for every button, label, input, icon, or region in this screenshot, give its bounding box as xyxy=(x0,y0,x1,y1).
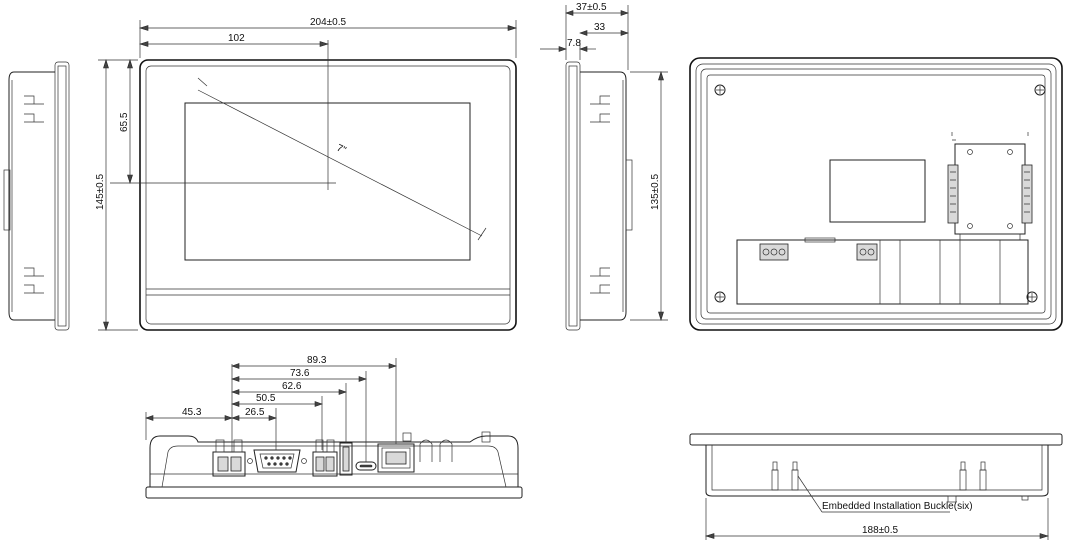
dim-73-6: 73.6 xyxy=(290,368,310,379)
left-side-view xyxy=(3,61,70,331)
dim-62-6: 62.6 xyxy=(282,381,302,392)
height-label: 145±0.5 xyxy=(95,173,106,210)
screw-top-left xyxy=(714,84,726,96)
usb-a-port xyxy=(339,442,353,476)
rear-label-area xyxy=(829,159,926,223)
terminal-port-2 xyxy=(312,439,338,477)
buckle-left-2 xyxy=(791,461,799,491)
dim-89-3: 89.3 xyxy=(307,355,327,366)
callout-label: Embedded Installation Buckle(six) xyxy=(822,501,973,512)
db9-serial-port xyxy=(247,449,307,473)
half-height-label: 65.5 xyxy=(119,112,130,132)
display-area xyxy=(184,102,471,261)
usb-c-port xyxy=(355,461,377,471)
buckle-left-1 xyxy=(771,461,779,491)
rear-connector-block xyxy=(736,237,1029,305)
screw-bottom-left xyxy=(714,291,726,303)
rear-bottom-view: Embedded Installation Buckle(six) 188±0.… xyxy=(689,433,1063,540)
dim-26-5: 26.5 xyxy=(245,407,265,418)
rear-view xyxy=(689,57,1063,331)
bottom-view xyxy=(145,431,523,499)
screw-bottom-right xyxy=(1026,291,1038,303)
left-clip-group-bottom xyxy=(24,267,44,294)
right-side-view xyxy=(565,61,633,331)
rear-width-label: 188±0.5 xyxy=(862,525,899,536)
cutout-height-label: 135±0.5 xyxy=(650,173,661,210)
depth-total-label: 37±0.5 xyxy=(576,2,607,13)
half-width-label: 102 xyxy=(228,33,245,44)
bottom-clip-sockets xyxy=(419,431,491,462)
right-clip-group-bottom xyxy=(590,267,610,294)
dim-45-3: 45.3 xyxy=(182,407,202,418)
front-view-dimensions: 204±0.5 102 145±0.5 65.5 xyxy=(95,17,518,332)
bezel-label: 7.8 xyxy=(567,38,581,49)
right-clip-group-top xyxy=(590,95,610,123)
left-clip-group-top xyxy=(24,95,44,123)
buckle-right-1 xyxy=(959,461,967,491)
screw-top-right xyxy=(1034,84,1046,96)
front-view: 7" xyxy=(110,40,517,331)
mounting-bracket xyxy=(947,132,1033,241)
diagonal-line xyxy=(197,89,483,237)
ethernet-port xyxy=(377,432,415,473)
depth-body-label: 33 xyxy=(594,22,606,33)
diagonal-label: 7" xyxy=(335,143,348,157)
right-side-dimensions: 37±0.5 33 7.8 135±0.5 xyxy=(540,2,668,322)
bottom-view-dimensions: 89.3 73.6 62.6 50.5 26.5 45.3 xyxy=(145,355,397,462)
dim-50-5: 50.5 xyxy=(256,393,276,404)
power-terminal-port xyxy=(212,439,246,477)
buckle-right-2 xyxy=(979,461,987,491)
width-label: 204±0.5 xyxy=(310,17,347,28)
